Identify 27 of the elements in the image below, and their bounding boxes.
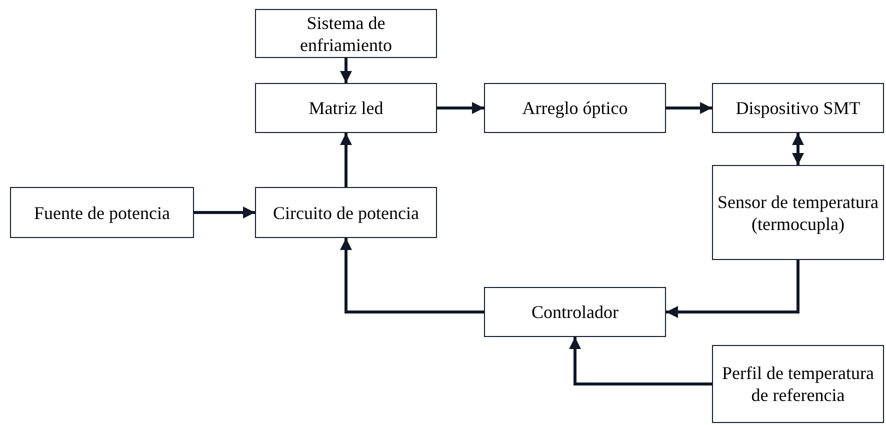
process-box [255, 9, 437, 58]
box-label: Perfil de temperatura de referencia [721, 362, 875, 406]
process-box [255, 187, 437, 238]
box-label: Fuente de potencia [34, 202, 170, 224]
box-label: Sensor de temperatura (termocupla) [717, 190, 879, 234]
process-box [712, 345, 884, 423]
box-label: Matriz led [308, 97, 384, 119]
arrow [340, 133, 352, 187]
arrow [569, 337, 712, 386]
box-label: Sistema de enfriamiento [299, 12, 393, 56]
box-label: Dispositivo SMT [736, 97, 860, 119]
arrow [792, 133, 804, 165]
process-box [712, 165, 884, 260]
arrow [437, 102, 484, 114]
box-label: Controlador [532, 301, 618, 323]
process-box [10, 187, 194, 238]
box-label: Circuito de potencia [273, 202, 419, 224]
arrow [340, 58, 352, 83]
process-box [255, 83, 437, 133]
arrow [666, 102, 712, 114]
process-box [712, 83, 884, 133]
arrow [194, 206, 255, 218]
arrow [666, 260, 800, 318]
process-box [484, 287, 666, 337]
arrow [340, 238, 484, 314]
box-label: Arreglo óptico [522, 97, 628, 119]
process-box [484, 83, 666, 133]
